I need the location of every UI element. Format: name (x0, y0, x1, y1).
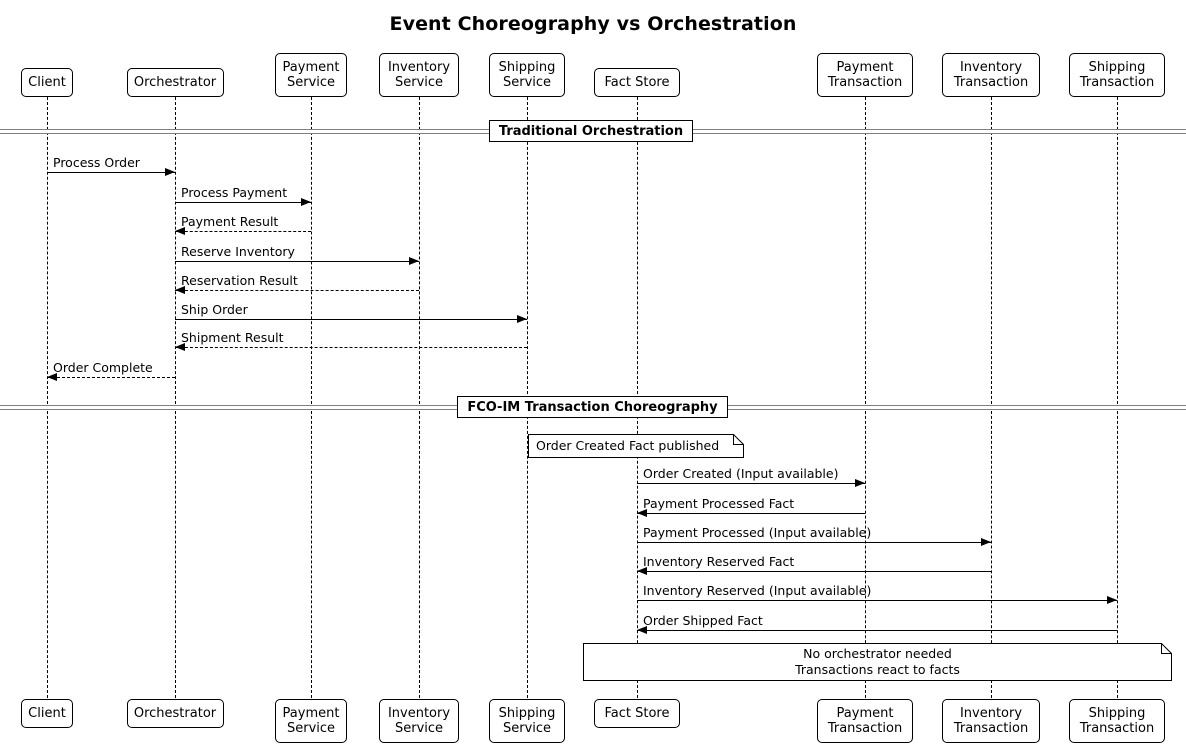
actor-label-payment-transaction: Payment Transaction (827, 60, 903, 90)
section-label-fco-im-choreography: FCO-IM Transaction Choreography (457, 396, 728, 418)
actor-box-top-inventory-transaction[interactable]: Inventory Transaction (942, 53, 1040, 97)
actor-box-bottom-orchestrator[interactable]: Orchestrator (126, 699, 224, 728)
lifeline-shipping-transaction (1117, 97, 1118, 698)
message-line-payment-result (175, 231, 311, 232)
message-arrowhead-order-created (855, 479, 865, 487)
message-label-payment-processed: Payment Processed (Input available) (643, 525, 872, 540)
message-line-process-order (47, 172, 175, 173)
message-line-payment-processed-fact (637, 513, 865, 514)
message-line-ship-order (175, 319, 527, 320)
actor-label-orchestrator: Orchestrator (133, 706, 217, 721)
lifeline-payment-service (311, 97, 312, 698)
message-label-order-complete: Order Complete (53, 360, 153, 375)
message-arrowhead-payment-processed (981, 538, 991, 546)
section-label-traditional-orchestration: Traditional Orchestration (489, 120, 693, 142)
actor-label-client: Client (28, 706, 66, 721)
message-arrowhead-order-shipped-fact (637, 626, 647, 634)
actor-box-top-fact-store[interactable]: Fact Store (594, 68, 680, 97)
actor-label-inventory-service: Inventory Service (387, 60, 451, 90)
message-label-shipment-result: Shipment Result (181, 330, 284, 345)
message-label-ship-order: Ship Order (181, 302, 248, 317)
message-line-inventory-reserved (637, 600, 1117, 601)
actor-label-payment-transaction: Payment Transaction (827, 706, 903, 736)
message-label-reservation-result: Reservation Result (181, 273, 298, 288)
message-line-reservation-result (175, 290, 419, 291)
actor-label-payment-service: Payment Service (282, 706, 340, 736)
message-arrowhead-inventory-reserved (1107, 596, 1117, 604)
message-line-payment-processed (637, 542, 991, 543)
note-text-order-created-fact-note: Order Created Fact published (536, 438, 720, 453)
message-line-order-complete (47, 377, 175, 378)
lifeline-orchestrator (175, 97, 176, 698)
actor-box-top-payment-transaction[interactable]: Payment Transaction (817, 53, 913, 97)
page-title: Event Choreography vs Orchestration (389, 13, 797, 35)
message-label-payment-result: Payment Result (181, 214, 279, 229)
message-arrowhead-shipment-result (175, 343, 185, 351)
lifeline-inventory-transaction (991, 97, 992, 698)
message-label-order-shipped-fact: Order Shipped Fact (643, 613, 763, 628)
message-arrowhead-order-complete (47, 373, 57, 381)
actor-label-shipping-service: Shipping Service (498, 60, 556, 90)
note-order-created-fact-note: Order Created Fact published (528, 434, 744, 458)
message-arrowhead-inventory-reserved-fact (637, 567, 647, 575)
actor-label-client: Client (28, 75, 66, 90)
message-label-order-created: Order Created (Input available) (643, 466, 839, 481)
message-arrowhead-process-payment (301, 198, 311, 206)
actor-box-bottom-fact-store[interactable]: Fact Store (594, 699, 680, 728)
message-label-process-order: Process Order (53, 155, 140, 170)
actor-box-top-shipping-service[interactable]: Shipping Service (489, 53, 565, 97)
actor-box-bottom-inventory-transaction[interactable]: Inventory Transaction (942, 699, 1040, 743)
message-label-inventory-reserved-fact: Inventory Reserved Fact (643, 554, 795, 569)
actor-box-top-orchestrator[interactable]: Orchestrator (126, 68, 224, 97)
message-arrowhead-reserve-inventory (409, 257, 419, 265)
message-arrowhead-payment-processed-fact (637, 509, 647, 517)
message-label-inventory-reserved: Inventory Reserved (Input available) (643, 583, 872, 598)
message-line-shipment-result (175, 347, 527, 348)
note-no-orchestrator-note: No orchestrator needed Transactions reac… (583, 643, 1172, 681)
actor-box-bottom-shipping-transaction[interactable]: Shipping Transaction (1069, 699, 1165, 743)
actor-label-inventory-transaction: Inventory Transaction (953, 60, 1029, 90)
actor-box-bottom-inventory-service[interactable]: Inventory Service (379, 699, 459, 743)
message-arrowhead-ship-order (517, 315, 527, 323)
actor-label-orchestrator: Orchestrator (133, 75, 217, 90)
message-line-order-created (637, 483, 865, 484)
actor-box-top-inventory-service[interactable]: Inventory Service (379, 53, 459, 97)
section-label-text: FCO-IM Transaction Choreography (467, 399, 718, 415)
message-line-reserve-inventory (175, 261, 419, 262)
message-line-order-shipped-fact (637, 630, 1117, 631)
actor-label-shipping-service: Shipping Service (498, 706, 556, 736)
section-label-text: Traditional Orchestration (498, 123, 684, 139)
actor-box-bottom-client[interactable]: Client (21, 699, 73, 728)
actor-label-inventory-service: Inventory Service (387, 706, 451, 736)
lifeline-payment-transaction (865, 97, 866, 698)
actor-label-payment-service: Payment Service (282, 60, 340, 90)
message-arrowhead-reservation-result (175, 286, 185, 294)
actor-box-bottom-payment-service[interactable]: Payment Service (275, 699, 347, 743)
message-arrowhead-process-order (165, 168, 175, 176)
actor-box-bottom-payment-transaction[interactable]: Payment Transaction (817, 699, 913, 743)
lifeline-client (47, 97, 48, 698)
note-text-no-orchestrator-note: No orchestrator needed Transactions reac… (795, 646, 960, 677)
message-line-inventory-reserved-fact (637, 571, 991, 572)
actor-label-fact-store: Fact Store (604, 706, 670, 721)
message-label-reserve-inventory: Reserve Inventory (181, 244, 295, 259)
actor-label-inventory-transaction: Inventory Transaction (953, 706, 1029, 736)
note-frame-shape (528, 434, 744, 458)
message-label-process-payment: Process Payment (181, 185, 288, 200)
message-arrowhead-payment-result (175, 227, 185, 235)
note-frame-shape (583, 643, 1172, 681)
message-label-payment-processed-fact: Payment Processed Fact (643, 496, 795, 511)
lifeline-inventory-service (419, 97, 420, 698)
actor-box-top-client[interactable]: Client (21, 68, 73, 97)
actor-box-bottom-shipping-service[interactable]: Shipping Service (489, 699, 565, 743)
actor-box-top-shipping-transaction[interactable]: Shipping Transaction (1069, 53, 1165, 97)
message-line-process-payment (175, 202, 311, 203)
actor-label-fact-store: Fact Store (604, 75, 670, 90)
actor-label-shipping-transaction: Shipping Transaction (1079, 706, 1155, 736)
actor-box-top-payment-service[interactable]: Payment Service (275, 53, 347, 97)
actor-label-shipping-transaction: Shipping Transaction (1079, 60, 1155, 90)
